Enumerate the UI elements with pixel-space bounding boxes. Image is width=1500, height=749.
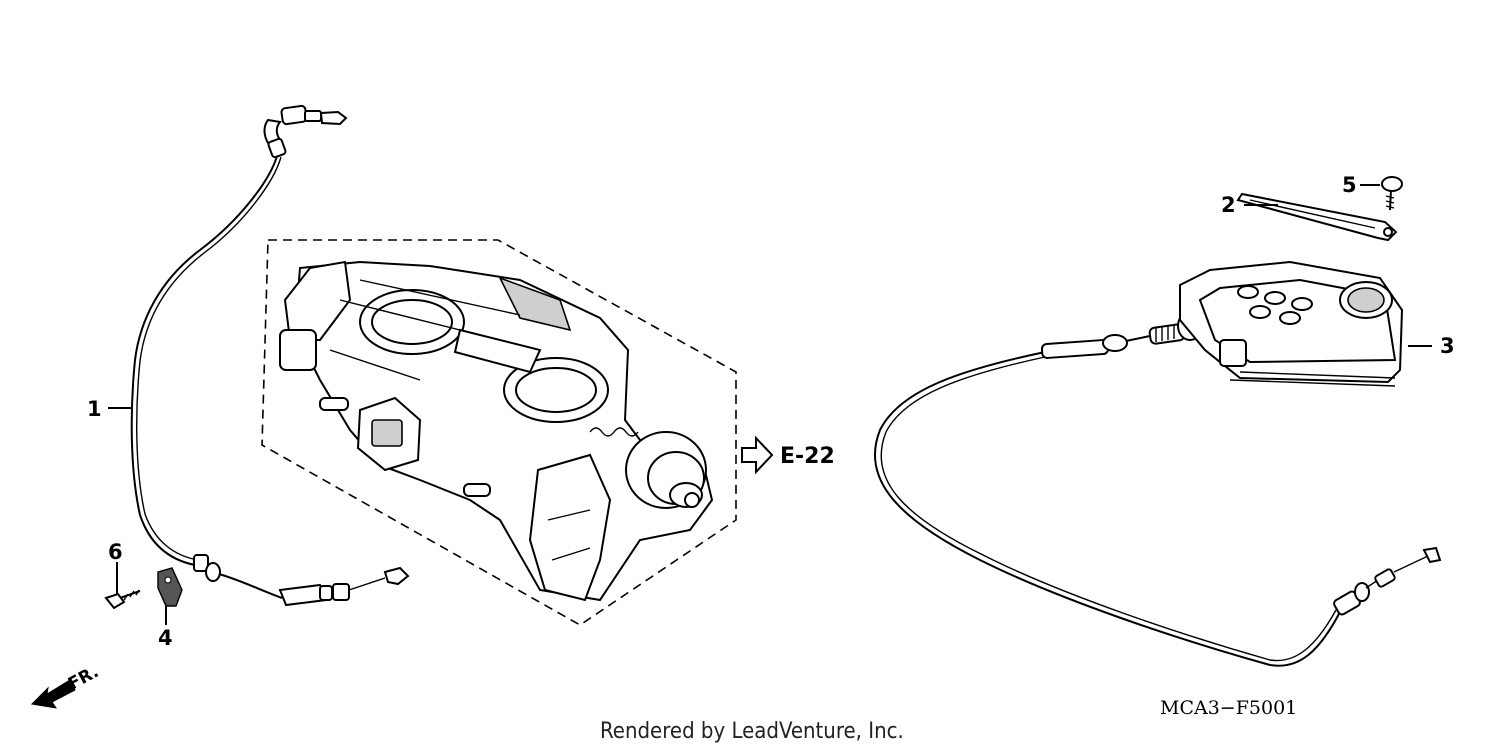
strap-part-2[interactable] <box>1236 192 1398 242</box>
bolt-part-6[interactable] <box>104 589 141 610</box>
callout-5[interactable]: 5 <box>1342 173 1357 197</box>
diagram-code: MCA3−F5001 <box>1160 697 1297 719</box>
callout-6[interactable]: 6 <box>108 540 123 564</box>
callout-1[interactable]: 1 <box>87 397 102 421</box>
throttle-cable-part-1[interactable] <box>130 104 410 607</box>
callout-2[interactable]: 2 <box>1221 193 1236 217</box>
front-direction-indicator: FR. <box>30 662 102 709</box>
clamp-part-4[interactable] <box>157 567 183 607</box>
callout-4[interactable]: 4 <box>158 626 173 650</box>
screw-part-5[interactable] <box>1381 176 1403 211</box>
leader-lines <box>108 184 1432 625</box>
callout-3[interactable]: 3 <box>1440 334 1455 358</box>
reference-arrow[interactable]: E-22 <box>741 435 835 475</box>
throttle-body-assembly <box>261 239 737 626</box>
footer-credit: Rendered by LeadVenture, Inc. <box>600 719 904 744</box>
cruise-actuator-module[interactable] <box>1179 260 1404 387</box>
reference-code: E-22 <box>780 444 835 469</box>
